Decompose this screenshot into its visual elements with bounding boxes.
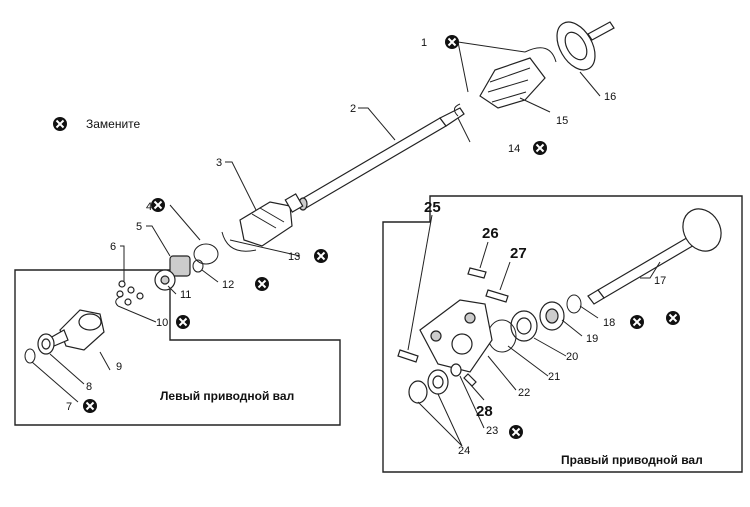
label-22: 22: [518, 387, 530, 399]
outer-joint: [556, 21, 615, 71]
replace-markers: [82, 34, 681, 440]
label-19: 19: [586, 333, 598, 345]
label-17: 17: [654, 275, 666, 287]
main-shaft: [298, 107, 465, 211]
label-28: 28: [476, 403, 493, 420]
label-21: 21: [548, 371, 560, 383]
label-9: 9: [116, 361, 122, 373]
label-13: 13: [288, 251, 300, 263]
balls: [116, 280, 144, 306]
label-4: 4: [146, 201, 152, 213]
label-5: 5: [136, 221, 142, 233]
leader-lines: [31, 41, 661, 447]
ring-10: [115, 295, 123, 307]
left-joint-housing: [49, 309, 105, 351]
snap-ring-4: [193, 243, 219, 265]
label-1: 1: [421, 37, 427, 49]
left-shaft-caption: Левый приводной вал: [160, 389, 294, 403]
label-2: 2: [350, 103, 356, 115]
snap-ring-18: [566, 294, 582, 314]
label-27: 27: [510, 245, 527, 262]
label-16: 16: [604, 91, 616, 103]
label-12: 12: [222, 279, 234, 291]
right-shaft-caption: Правый приводной вал: [561, 453, 703, 467]
label-26: 26: [482, 225, 499, 242]
label-11: 11: [180, 289, 191, 301]
label-6: 6: [110, 241, 116, 253]
label-15: 15: [556, 115, 568, 127]
ring-7: [24, 348, 36, 364]
seal-24b: [408, 380, 428, 404]
label-20: 20: [566, 351, 578, 363]
right-shaft: [587, 208, 722, 305]
legend-text: Замените: [86, 117, 141, 131]
shaft-collar: [284, 193, 304, 213]
bolts: [397, 267, 509, 387]
label-18: 18: [603, 317, 615, 329]
tripod-joint: [154, 255, 191, 291]
label-10: 10: [156, 317, 168, 329]
label-25: 25: [424, 199, 441, 216]
label-3: 3: [216, 157, 222, 169]
boot-clamp-13: [221, 231, 257, 252]
label-23: 23: [486, 425, 498, 437]
replace-icon: [52, 116, 68, 132]
ring-12: [192, 259, 204, 273]
washer-23: [450, 363, 462, 377]
circlip-14: [454, 103, 461, 117]
label-8: 8: [86, 381, 92, 393]
label-7: 7: [66, 401, 72, 413]
inner-boot: [239, 201, 293, 247]
ring-21: [487, 319, 517, 353]
label-24: 24: [458, 445, 470, 457]
boot-clamp: [524, 47, 557, 63]
label-14: 14: [508, 143, 520, 155]
outer-boot: [479, 57, 546, 109]
support-bracket: [419, 299, 493, 373]
right-shaft-frame: [382, 195, 743, 473]
